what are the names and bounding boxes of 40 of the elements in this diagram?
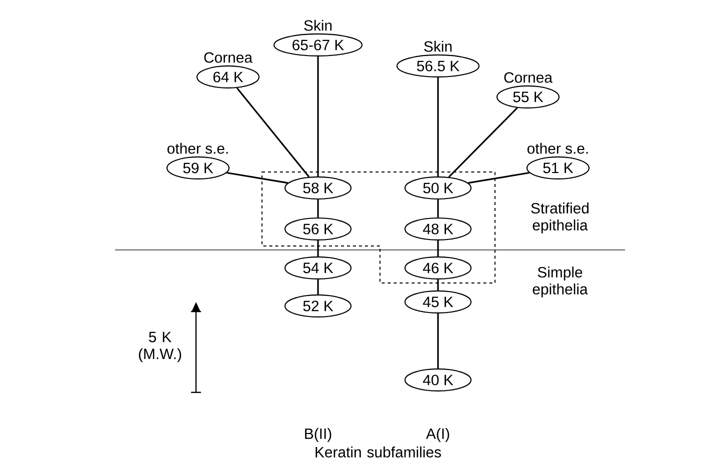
- node-label: Skin: [424, 40, 452, 52]
- connector-line: [437, 200, 439, 218]
- caption: Keratin subfamilies: [316, 446, 441, 458]
- ellipse-node: other s.e. 59 K: [166, 142, 230, 180]
- connector-line: [317, 280, 319, 294]
- connector-line: [317, 240, 319, 256]
- ellipse-node: 54 K: [284, 256, 352, 280]
- ellipse-node: other s.e. 51 K: [526, 142, 590, 180]
- axis-label: B(II): [305, 428, 332, 442]
- ellipse-node: 45 K: [404, 290, 472, 314]
- connector-line: [437, 78, 439, 176]
- ellipse-node: Cornea 64 K: [196, 52, 260, 89]
- node-label: other s.e.: [167, 142, 228, 154]
- ellipse-node: 46 K: [404, 256, 472, 280]
- ellipse-node: Skin 65-67 K: [273, 20, 363, 57]
- node-label: other s.e.: [527, 142, 588, 154]
- ellipse-node: 40 K: [404, 368, 472, 392]
- connector-line: [236, 88, 310, 178]
- connector-line: [437, 240, 439, 256]
- connector-line: [437, 314, 439, 368]
- ellipse-node: 56 K: [284, 217, 352, 241]
- region-label: Simple epithelia: [532, 266, 588, 298]
- region-label: Stratified epithelia: [531, 202, 589, 234]
- node-label: Skin: [304, 20, 332, 31]
- connector-line: [437, 280, 439, 290]
- ellipse-node: 52 K: [284, 294, 352, 318]
- node-label: Cornea: [204, 52, 253, 63]
- connector-line: [226, 172, 288, 184]
- ellipse-node: 48 K: [404, 217, 472, 241]
- connector-line: [448, 107, 518, 178]
- node-label: Cornea: [504, 72, 553, 83]
- scale-label: 5 K (M.W.): [138, 332, 182, 362]
- ellipse-node: Skin 56.5 K: [396, 40, 480, 78]
- ellipse-node: 50 K: [404, 176, 472, 200]
- connector-line: [317, 56, 319, 176]
- connector-line: [317, 200, 319, 218]
- connector-line: [468, 172, 530, 184]
- ellipse-node: 58 K: [284, 176, 352, 200]
- axis-label: A(I): [426, 428, 450, 442]
- ellipse-node: Cornea 55 K: [496, 72, 560, 109]
